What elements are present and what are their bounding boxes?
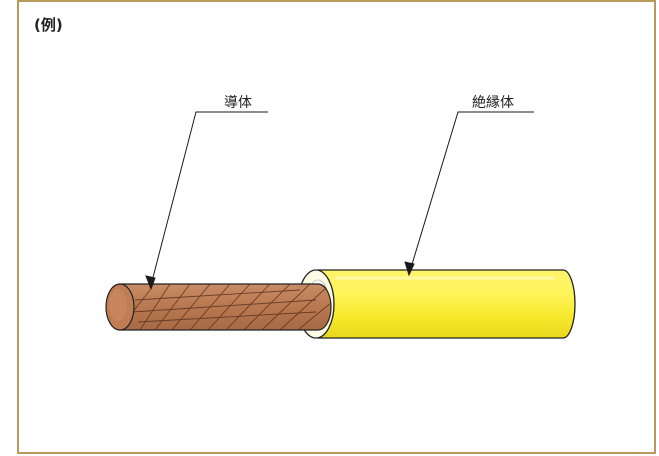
- figure-frame: [17, 0, 656, 454]
- insulator-label: 絶縁体: [472, 95, 514, 111]
- leader-insulator: [404, 111, 534, 277]
- insulator: [297, 269, 576, 339]
- leader-conductor: [145, 111, 268, 291]
- example-label: (例): [34, 16, 63, 34]
- conductor-label: 導体: [224, 95, 252, 111]
- conductor: [105, 283, 332, 331]
